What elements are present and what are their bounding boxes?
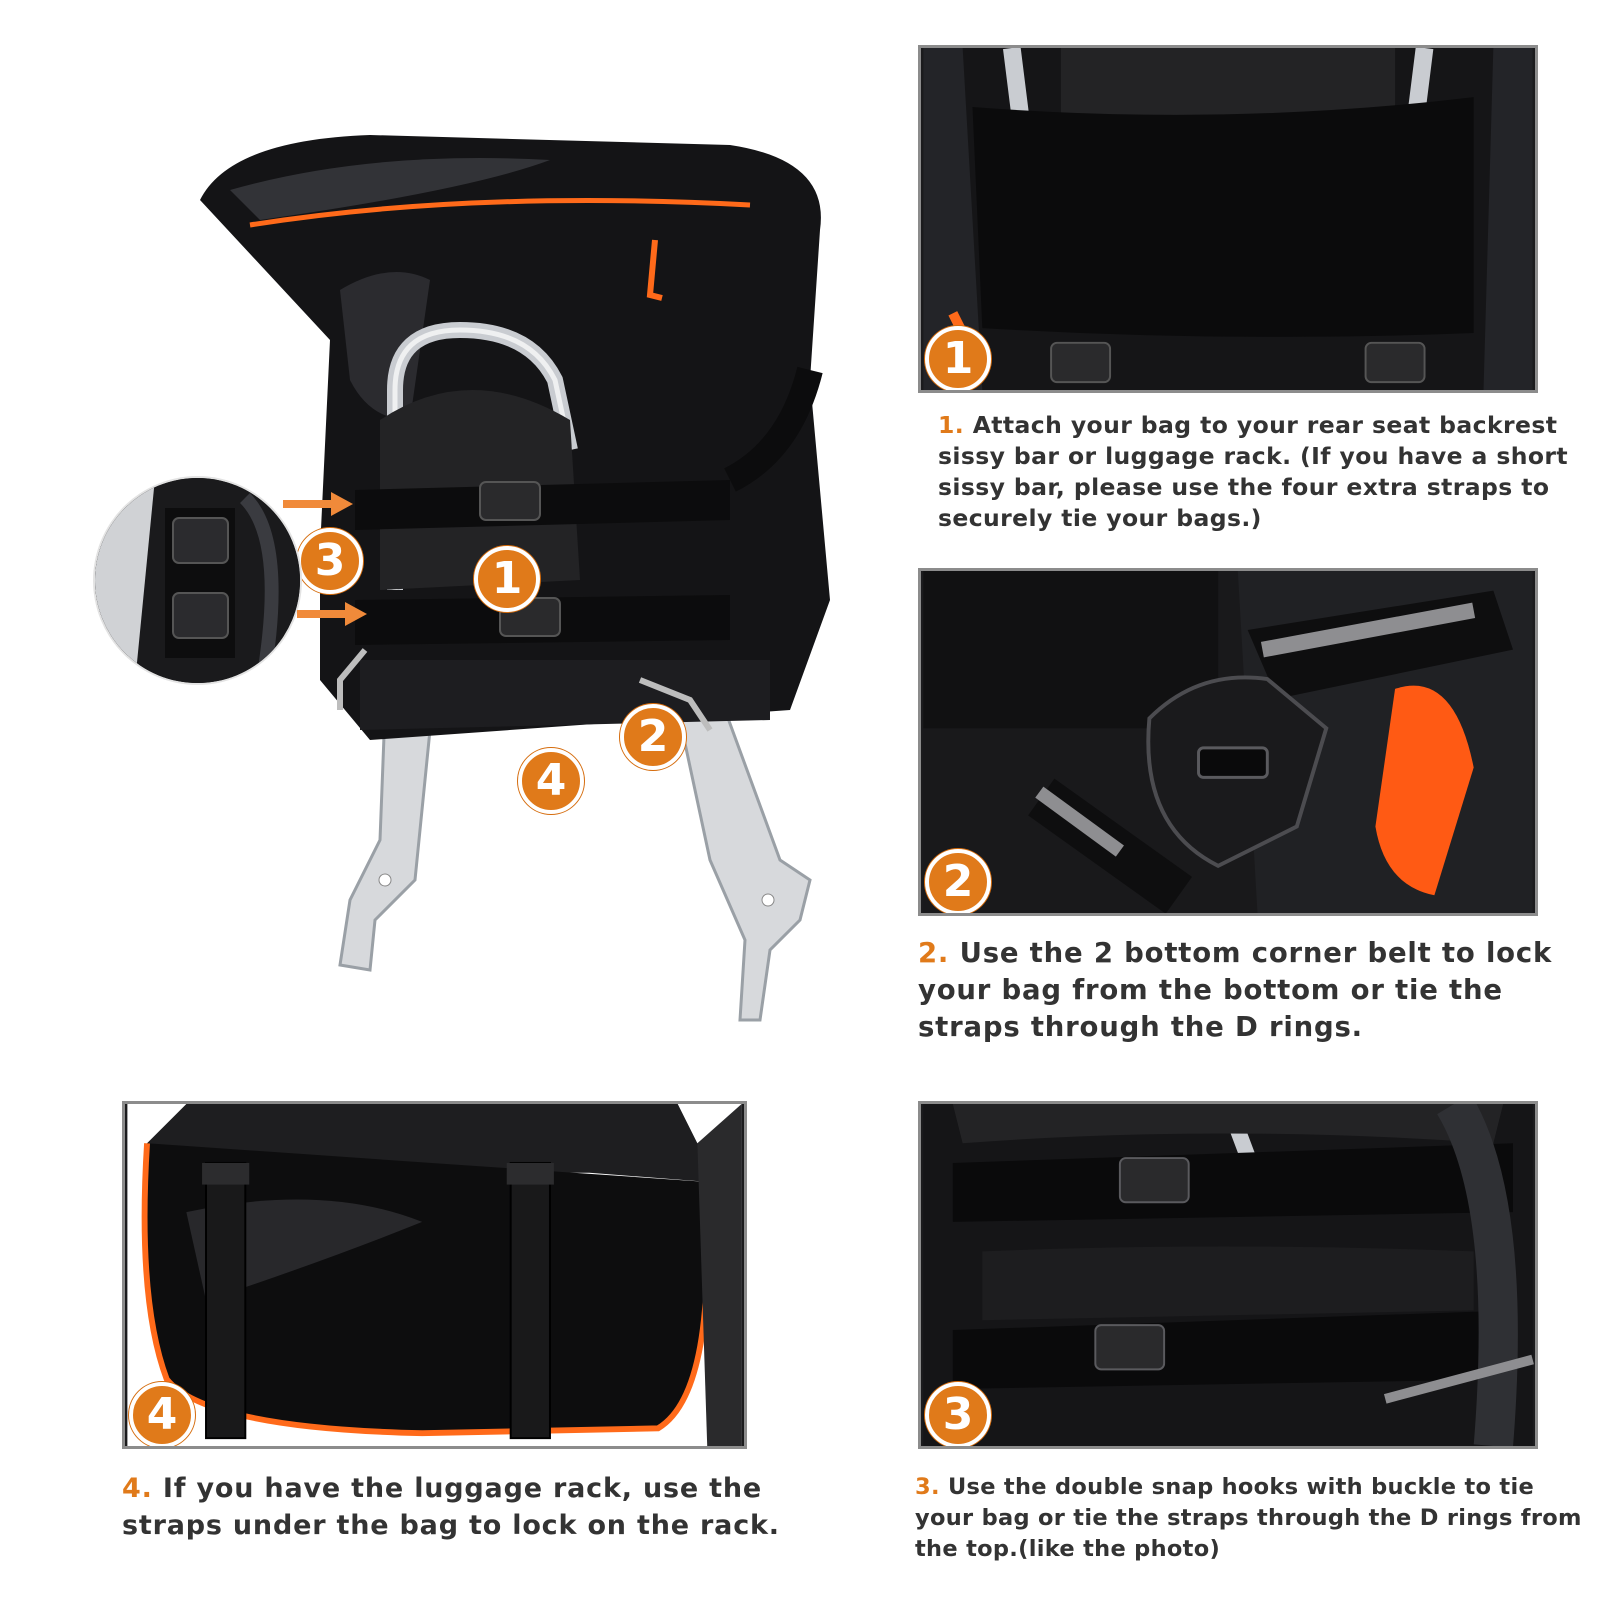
step-1-number: 1. [938,411,965,439]
step-4-illustration [127,1104,742,1446]
badge-2: 2 [925,849,991,913]
arrow-right-icon [297,602,367,626]
step-3-illustration [923,1104,1534,1446]
step-4-caption: 4. If you have the luggage rack, use the… [122,1470,842,1544]
badge-4: 4 [129,1382,195,1446]
step-2-illustration [923,571,1533,913]
badge-3: 3 [925,1382,991,1446]
step-1-illustration [923,48,1533,390]
step-3-number: 3. [915,1474,940,1500]
step-3-caption: 3. Use the double snap hooks with buckle… [915,1472,1585,1565]
step-4-photo: 4 [122,1101,747,1449]
step-1-photo: 1 [918,45,1538,393]
badge-3-main: 3 [297,528,363,594]
step-2-text: Use the 2 bottom corner belt to lock you… [918,937,1553,1043]
step-2-number: 2. [918,937,950,969]
step-1-caption: 1. Attach your bag to your rear seat bac… [938,410,1578,534]
main-bag-illustration [200,135,830,1022]
badge-1-main: 1 [474,546,540,612]
inset-buckle-closeup [95,478,300,683]
step-4-number: 4. [122,1473,153,1504]
badge-4-main: 4 [518,748,584,814]
main-bag-photo [170,120,870,1040]
step-2-caption: 2. Use the 2 bottom corner belt to lock … [918,935,1578,1046]
step-2-photo: 2 [918,568,1538,916]
inset-illustration [95,478,300,683]
badge-1: 1 [925,326,991,390]
step-1-text: Attach your bag to your rear seat backre… [938,411,1569,532]
step-4-text: If you have the luggage rack, use the st… [122,1473,780,1541]
step-3-photo: 3 [918,1101,1538,1449]
step-3-text: Use the double snap hooks with buckle to… [915,1474,1582,1562]
badge-2-main: 2 [620,704,686,770]
arrow-right-icon [283,492,353,516]
